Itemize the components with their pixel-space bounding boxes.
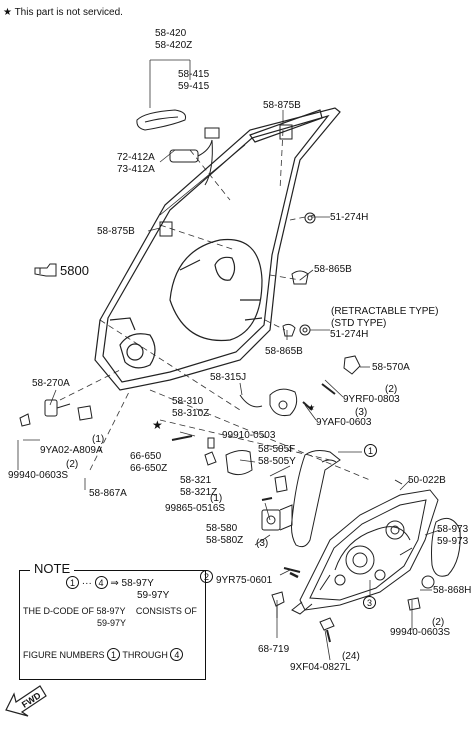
note-dcode-59: 59-97Y — [97, 618, 127, 628]
callout-58-321z: 58-321Z — [180, 487, 218, 498]
callout-66-650: 66-650 — [130, 451, 162, 462]
qty-24: (24) — [342, 651, 360, 662]
header-note-text: This part is not serviced. — [14, 7, 123, 18]
bottom-parts — [271, 479, 421, 643]
star-icon-small: ★ — [152, 418, 163, 432]
note-dcode-label: THE D-CODE OF — [23, 606, 94, 616]
callout-58-310z: 58-310Z — [172, 408, 210, 419]
note-dcode-58: 58-97Y — [96, 606, 126, 616]
note-figure-numbers: FIGURE NUMBERS — [23, 650, 105, 660]
star-icon: ★ — [3, 7, 12, 18]
qty-2c: (2) — [432, 617, 445, 628]
door-frame — [94, 107, 341, 391]
note-row-5: FIGURE NUMBERS 1 THROUGH 4 — [23, 648, 184, 661]
callout-9yr75-0601: 9YR75-0601 — [216, 575, 273, 586]
callout-58-580z: 58-580Z — [206, 535, 244, 546]
note-circle-1: 1 — [66, 576, 79, 589]
callout-66-650z: 66-650Z — [130, 463, 168, 474]
callout-58-570a: 58-570A — [372, 362, 410, 373]
note-dots: ··· — [81, 578, 92, 589]
note-box — [19, 570, 206, 680]
callout-68-719: 68-719 — [258, 644, 290, 655]
callout-58-868h: 58-868H — [433, 585, 472, 596]
note-row-1: 1 ··· 4 ⇒ 58-97Y — [66, 576, 154, 589]
callout-59-415: 59-415 — [178, 81, 210, 92]
callout-73-412a: 73-412A — [117, 164, 155, 175]
callout-58-310: 58-310 — [172, 396, 204, 407]
ref-circle-3: 3 — [363, 596, 376, 609]
callout-9ya02-a809a: 9YA02-A809A — [40, 445, 103, 456]
callout-58-315j: 58-315J — [210, 372, 247, 383]
callout-58-505y: 58-505Y — [258, 456, 296, 467]
cover-shape — [421, 517, 461, 589]
ref-circle-1: 1 — [364, 444, 377, 457]
pointer-icon — [34, 263, 57, 277]
callout-58-505f: 58-505F — [258, 444, 296, 455]
note-code-59-97y: 59-97Y — [137, 590, 170, 601]
callout-9yaf0-0603: 9YAF0-0603 — [316, 417, 372, 428]
note-row-3: THE D-CODE OF 58-97Y CONSISTS OF — [23, 606, 197, 616]
callout-51-274h-top: 51-274H — [330, 212, 369, 223]
header-note: ★ This part is not serviced. — [3, 7, 123, 18]
note-through: THROUGH — [122, 650, 168, 660]
qty-3b: (3) — [256, 538, 269, 549]
harness-shape — [169, 127, 220, 186]
callout-58-865b-bot: 58-865B — [265, 346, 303, 357]
clips — [159, 124, 361, 375]
callout-99940-0603s-right: 99940-0603S — [390, 627, 451, 638]
qty-3a: (3) — [355, 407, 368, 418]
qty-1a: (1) — [92, 434, 105, 445]
callout-58-420: 58-420 — [155, 28, 187, 39]
note-circle-1b: 1 — [107, 648, 121, 661]
label-retractable: (RETRACTABLE TYPE) — [331, 306, 439, 317]
callout-58-875b-left: 58-875B — [97, 226, 135, 237]
callout-99910-0503: 99910-0503 — [222, 430, 276, 441]
ref-circle-2: 2 — [200, 570, 213, 583]
star-marker-icon: ★ — [307, 403, 316, 412]
note-circle-4b: 4 — [170, 648, 184, 661]
callout-58-973: 58-973 — [437, 524, 469, 535]
note-consists: CONSISTS OF — [135, 606, 197, 616]
callout-58-867a: 58-867A — [89, 488, 127, 499]
note-arrow: ⇒ — [110, 578, 119, 589]
note-circle-4: 4 — [94, 576, 108, 589]
callout-59-973: 59-973 — [437, 536, 469, 547]
callout-58-865b-right: 58-865B — [314, 264, 352, 275]
callout-5800: 5800 — [60, 263, 89, 278]
callout-58-270a: 58-270A — [32, 378, 70, 389]
motor-shape — [261, 504, 301, 573]
callout-99865-0516s: 99865-0516S — [165, 503, 226, 514]
callout-9xf04-0827l: 9XF04-0827L — [290, 662, 351, 673]
callout-58-415: 58-415 — [178, 69, 210, 80]
label-std: (STD TYPE) — [331, 318, 387, 329]
qty-2a: (2) — [385, 384, 398, 395]
module-panel — [291, 489, 439, 615]
callout-9yrf0-0803: 9YRF0-0803 — [343, 394, 400, 405]
glass-shape — [291, 450, 341, 548]
qty-2b: (2) — [66, 459, 79, 470]
note-title: NOTE — [30, 561, 75, 576]
callout-58-580: 58-580 — [206, 523, 238, 534]
fwd-arrow-icon — [5, 685, 47, 717]
qty-1b: (1) — [210, 493, 223, 504]
callout-58-420z: 58-420Z — [155, 40, 193, 51]
note-code-58-97y: 58-97Y — [121, 578, 154, 589]
callout-51-274h-bot: 51-274H — [330, 329, 369, 340]
callout-99940-0603s-left: 99940-0603S — [8, 470, 69, 481]
callout-58-321: 58-321 — [180, 475, 212, 486]
callout-58-875b-top: 58-875B — [263, 100, 301, 111]
callout-72-412a: 72-412A — [117, 152, 155, 163]
outer-handle-shape — [136, 109, 186, 131]
callout-50-022b: 50-022B — [408, 475, 446, 486]
latch-parts — [19, 383, 336, 501]
